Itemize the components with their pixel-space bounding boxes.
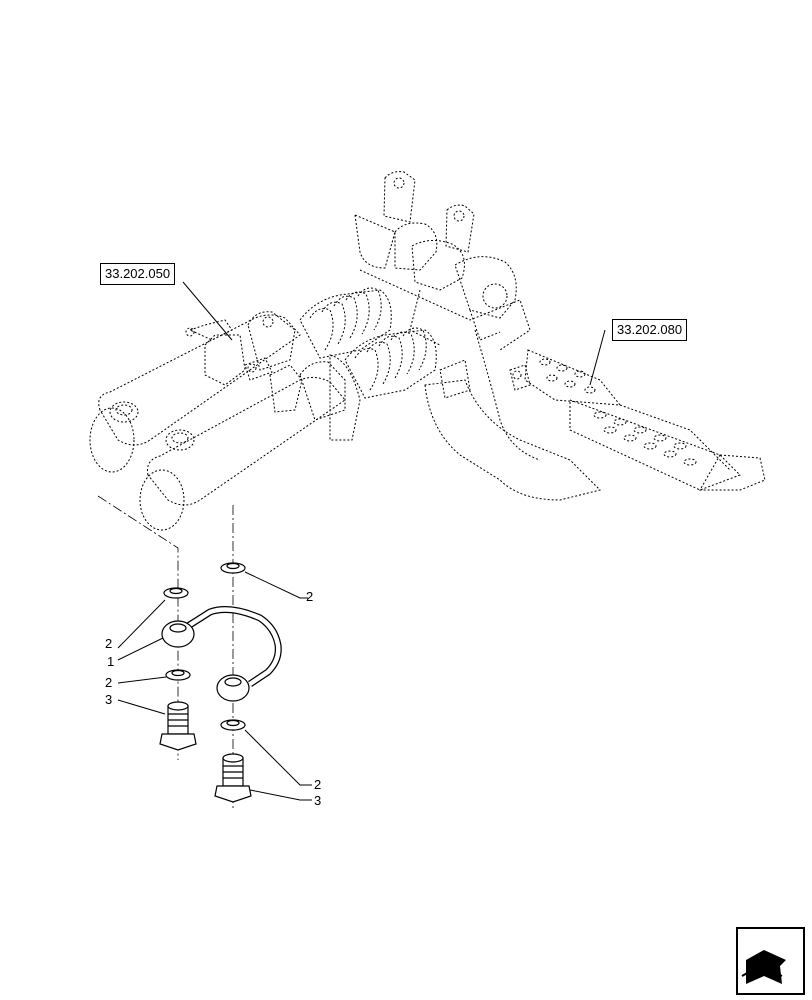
callout-bolt-left: 3 bbox=[105, 692, 113, 707]
callout-washer-lower-right: 2 bbox=[314, 777, 322, 792]
callout-pipe: 1 bbox=[107, 654, 115, 669]
callout-bolt-right: 3 bbox=[314, 793, 322, 808]
pedal-pad-holes bbox=[539, 358, 697, 466]
previous-view-arrow-icon[interactable] bbox=[736, 927, 805, 995]
banjo-bolt-left bbox=[159, 701, 197, 751]
banjo-bolt-right bbox=[214, 753, 252, 803]
pedal-assembly-outline bbox=[89, 171, 766, 531]
leader-lines bbox=[117, 281, 606, 801]
banjo-pipe-parts bbox=[159, 562, 282, 803]
callout-washer-upper-right: 2 bbox=[306, 589, 314, 604]
centre-lines bbox=[97, 495, 234, 810]
reference-label-33-202-050[interactable]: 33.202.050 bbox=[100, 263, 176, 285]
reference-label-33-202-080[interactable]: 33.202.080 bbox=[612, 319, 688, 341]
callout-washer-lower-left: 2 bbox=[105, 675, 113, 690]
callout-washer-upper-left: 2 bbox=[105, 636, 113, 651]
